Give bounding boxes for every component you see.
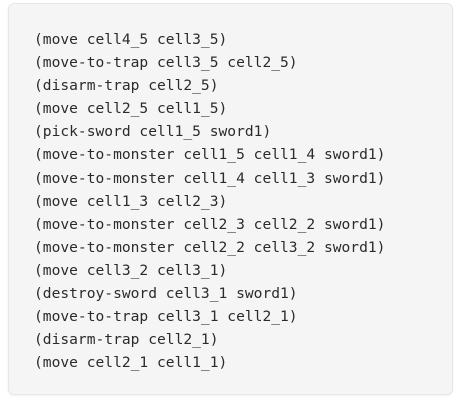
code-content: (move cell4_5 cell3_5) (move-to-trap cell… bbox=[34, 28, 385, 374]
code-line: (move-to-trap cell3_5 cell2_5) bbox=[34, 54, 298, 72]
code-line: (move-to-trap cell3_1 cell2_1) bbox=[34, 308, 298, 326]
code-block: (move cell4_5 cell3_5) (move-to-trap cell… bbox=[8, 3, 453, 395]
code-line: (move cell1_3 cell2_3) bbox=[34, 192, 228, 210]
code-line: (move cell2_1 cell1_1) bbox=[34, 354, 228, 372]
code-line: (move-to-monster cell2_2 cell3_2 sword1) bbox=[34, 238, 386, 256]
code-line: (move-to-monster cell2_3 cell2_2 sword1) bbox=[34, 215, 386, 233]
code-line: (disarm-trap cell2_5) bbox=[34, 77, 219, 95]
code-line: (destroy-sword cell3_1 sword1) bbox=[34, 285, 298, 303]
code-line: (move-to-monster cell1_5 cell1_4 sword1) bbox=[34, 146, 386, 164]
code-line: (move-to-monster cell1_4 cell1_3 sword1) bbox=[34, 169, 386, 187]
code-line: (move cell2_5 cell1_5) bbox=[34, 100, 228, 118]
code-line: (move cell4_5 cell3_5) bbox=[34, 31, 228, 48]
code-line: (disarm-trap cell2_1) bbox=[34, 331, 219, 349]
code-line: (pick-sword cell1_5 sword1) bbox=[34, 123, 272, 141]
code-line: (move cell3_2 cell3_1) bbox=[34, 261, 228, 279]
